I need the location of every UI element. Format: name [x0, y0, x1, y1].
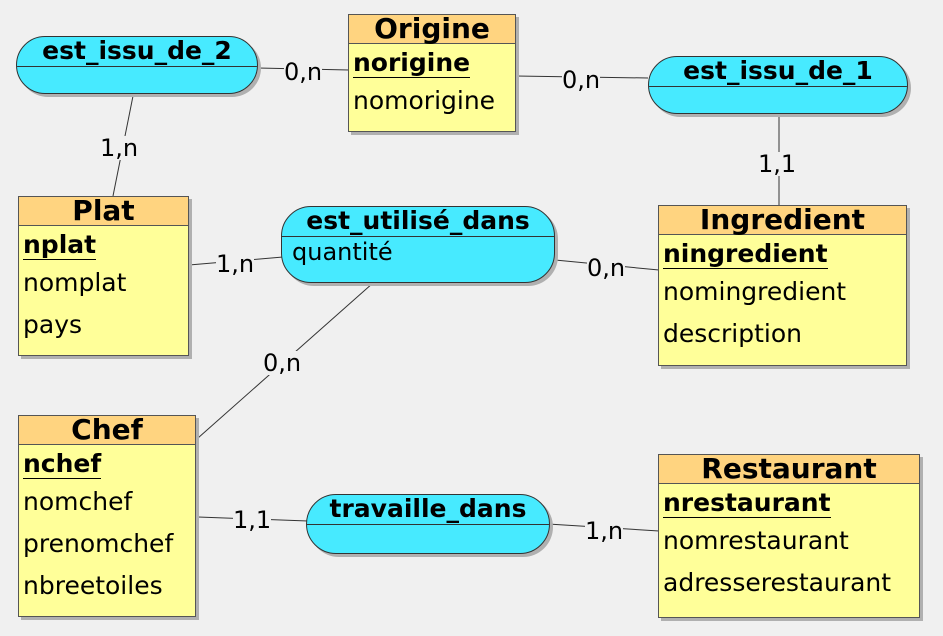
- cardinality-est-issu-de-2-plat: 1,n: [100, 134, 139, 162]
- entity-restaurant-title: Restaurant: [659, 455, 919, 484]
- entity-plat-attr: nomplat: [23, 268, 127, 297]
- cardinality-est-utilise-dans-chef: 0,n: [263, 349, 302, 377]
- entity-ingredient[interactable]: Ingredient ningredient nomingredient des…: [658, 205, 907, 366]
- entity-restaurant[interactable]: Restaurant nrestaurant nomrestaurant adr…: [658, 454, 920, 618]
- cardinality-est-issu-de-1-ingredient: 1,1: [758, 150, 797, 178]
- cardinality-est-utilise-dans-ingredient: 0,n: [587, 254, 626, 282]
- cardinality-travaille-dans-chef: 1,1: [233, 506, 272, 534]
- entity-ingredient-attr: description: [663, 319, 803, 348]
- entity-plat-attr: pays: [23, 310, 83, 339]
- association-est-utilise-dans-attr: quantité: [292, 238, 393, 266]
- association-est-utilise-dans[interactable]: est_utilisé_dans quantité: [281, 206, 555, 283]
- entity-plat[interactable]: Plat nplat nomplat pays: [18, 196, 189, 356]
- entity-ingredient-key: ningredient: [663, 239, 828, 269]
- entity-ingredient-attr: nomingredient: [663, 277, 847, 306]
- association-travaille-dans[interactable]: travaille_dans: [306, 494, 550, 554]
- entity-chef-attr: nomchef: [23, 487, 133, 516]
- association-est-issu-de-2-title: est_issu_de_2: [17, 37, 257, 67]
- entity-restaurant-attr: adresserestaurant: [663, 568, 892, 597]
- entity-origine-key: norigine: [353, 48, 471, 78]
- cardinality-est-utilise-dans-plat: 1,n: [216, 250, 255, 278]
- entity-chef-title: Chef: [19, 416, 195, 445]
- entity-chef-attr: prenomchef: [23, 529, 174, 558]
- association-est-issu-de-1[interactable]: est_issu_de_1: [648, 56, 908, 114]
- cardinality-est-issu-de-2-origine: 0,n: [284, 58, 323, 86]
- association-travaille-dans-title: travaille_dans: [307, 495, 549, 525]
- entity-chef[interactable]: Chef nchef nomchef prenomchef nbreetoile…: [18, 415, 196, 617]
- association-est-utilise-dans-title: est_utilisé_dans: [282, 207, 554, 237]
- entity-chef-key: nchef: [23, 449, 102, 479]
- entity-plat-key: nplat: [23, 230, 97, 260]
- entity-plat-title: Plat: [19, 197, 188, 226]
- entity-origine-title: Origine: [349, 15, 515, 44]
- association-est-issu-de-2[interactable]: est_issu_de_2: [16, 36, 258, 94]
- entity-restaurant-key: nrestaurant: [663, 488, 831, 518]
- entity-restaurant-attr: nomrestaurant: [663, 526, 849, 555]
- cardinality-travaille-dans-restaurant: 1,n: [585, 517, 624, 545]
- association-est-issu-de-1-title: est_issu_de_1: [649, 57, 907, 87]
- entity-chef-attr: nbreetoiles: [23, 571, 163, 600]
- entity-origine[interactable]: Origine norigine nomorigine: [348, 14, 516, 132]
- entity-ingredient-title: Ingredient: [659, 206, 906, 235]
- entity-origine-attr: nomorigine: [353, 86, 496, 115]
- cardinality-est-issu-de-1-origine: 0,n: [562, 66, 601, 94]
